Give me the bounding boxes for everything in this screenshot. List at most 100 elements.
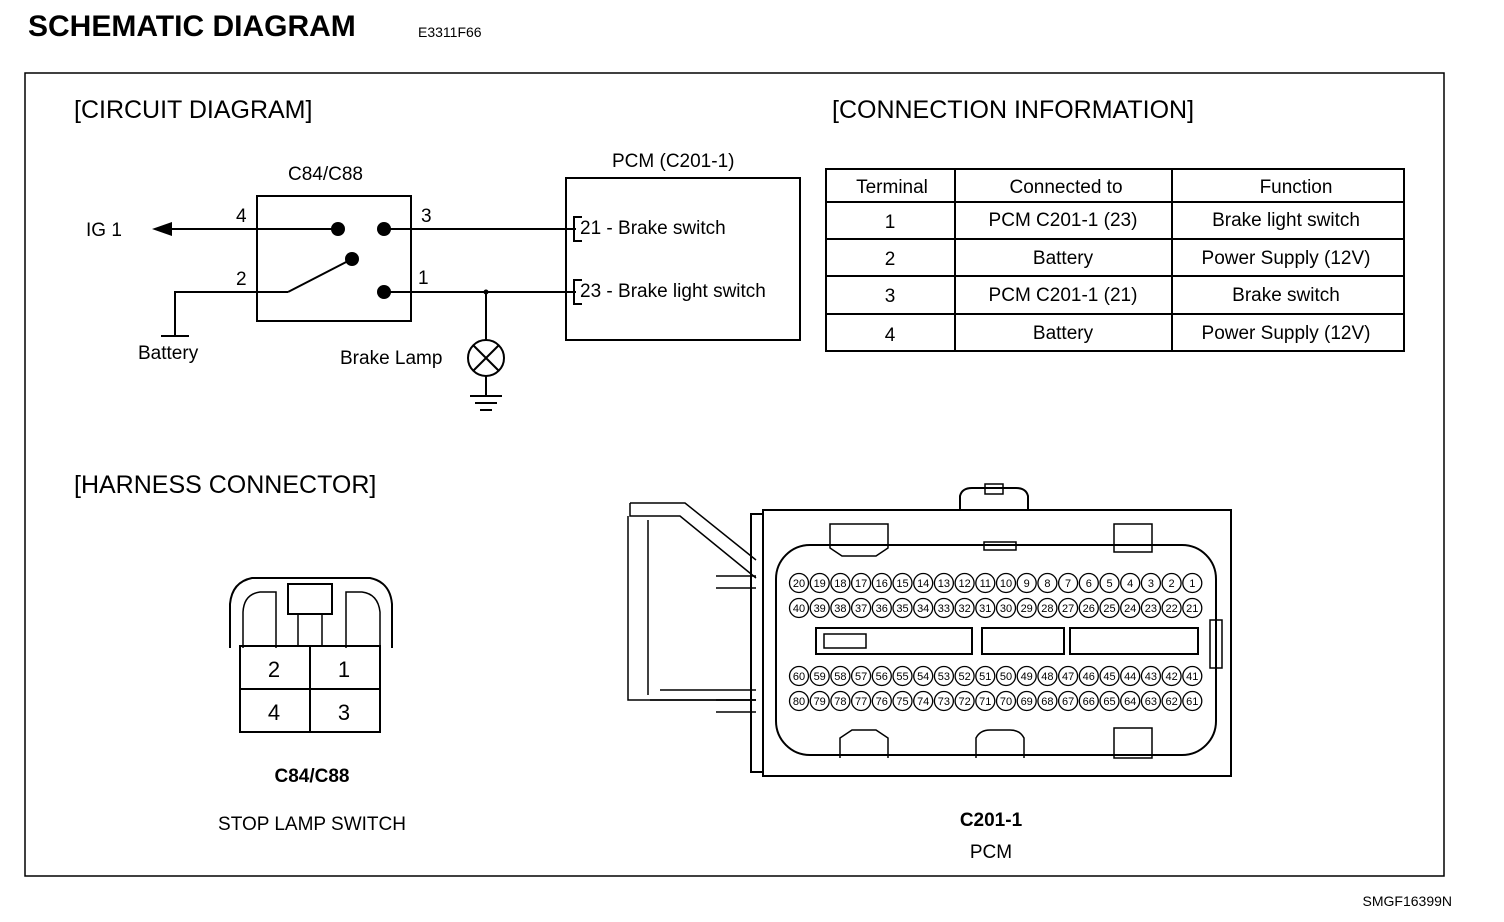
pcm-pin-1 [1182, 572, 1203, 594]
pcm-pin-label: 19 [814, 578, 826, 590]
pcm-label: PCM (C201-1) [612, 151, 734, 172]
outer-frame [24, 72, 1445, 877]
pcm-pin-label: 62 [1165, 696, 1177, 708]
pcm-pin-15 [892, 572, 913, 594]
pcm-pin-label: 65 [1103, 696, 1115, 708]
pcm-pin-28 [1037, 597, 1058, 619]
pcm-pin-label: 47 [1062, 671, 1074, 683]
c84-pin: 4 [268, 700, 280, 725]
pcm-pin-39 [809, 597, 830, 619]
pcm-pin-68 [1037, 690, 1058, 712]
c84-pin: 3 [338, 700, 350, 725]
pcm-box [565, 177, 801, 341]
pcm-pin-label: 70 [1000, 696, 1012, 708]
pcm-pin-41 [1182, 665, 1203, 687]
pcm-pin-25 [1099, 597, 1120, 619]
pcm-pin-55 [892, 665, 913, 687]
pcm-pin-65 [1099, 690, 1120, 712]
c84-connector-desc: STOP LAMP SWITCH [218, 814, 406, 835]
pcm-pin-42 [1161, 665, 1182, 687]
pcm-pin-21 [1182, 597, 1203, 619]
pcm-pin-label: 77 [855, 696, 867, 708]
pcm-pin-12 [954, 572, 975, 594]
pcm-pin-label: 7 [1065, 578, 1071, 590]
connection-table [825, 168, 1405, 352]
pcm-pin-50 [995, 665, 1017, 687]
switch-label: C84/C88 [288, 164, 363, 185]
pcm-pin-78 [830, 690, 851, 712]
pcm-pin-label: 37 [855, 603, 867, 615]
pcm-pin-14 [913, 572, 934, 594]
pin3-label: 3 [421, 206, 432, 227]
table-cell: 1 [885, 212, 896, 233]
pcm-pin-label: 52 [958, 671, 970, 683]
pcm-pin-63 [1140, 690, 1162, 712]
pcm-pin-49 [1016, 665, 1037, 687]
pcm-pin-45 [1099, 665, 1120, 687]
pcm-connector-desc: PCM [970, 842, 1012, 863]
pcm-pin-58 [830, 665, 851, 687]
pcm-pin-53 [933, 665, 955, 687]
pcm-pin-label: 1 [1189, 578, 1195, 590]
pcm-pin-22 [1161, 597, 1182, 619]
pcm-pin-5 [1099, 572, 1120, 594]
pcm-pin-label: 3 [1148, 578, 1154, 590]
pcm-pin-label: 24 [1124, 603, 1136, 615]
pcm-pin-30 [995, 597, 1017, 619]
pcm-pin-7 [1057, 572, 1079, 594]
pcm-pin-29 [1016, 597, 1037, 619]
table-cell: 3 [885, 286, 896, 307]
pcm-pin23-bracket [573, 279, 582, 305]
pcm-pin-35 [892, 597, 913, 619]
pcm-pin-61 [1182, 690, 1203, 712]
figure-code: SMGF16399N [1363, 893, 1452, 909]
pcm-pin-66 [1078, 690, 1099, 712]
pcm-pin-label: 18 [834, 578, 846, 590]
pcm-pin-52 [954, 665, 975, 687]
pcm-pin-18 [830, 572, 851, 594]
pcm-pin-51 [975, 665, 996, 687]
pcm-pin-label: 29 [1021, 603, 1033, 615]
contact-4 [331, 222, 345, 236]
pcm-pin-label: 13 [938, 578, 950, 590]
pcm-pin-label: 30 [1000, 603, 1012, 615]
pin1-label: 1 [418, 268, 429, 289]
ig1-label: IG 1 [86, 220, 122, 241]
table-cell: Power Supply (12V) [1202, 323, 1371, 344]
pcm-pin-75 [892, 690, 913, 712]
pcm-pin-80 [788, 690, 810, 712]
pcm-pin-36 [871, 597, 892, 619]
pcm-pin-37 [850, 597, 872, 619]
pcm-pin-73 [933, 690, 955, 712]
pcm-pin-label: 17 [855, 578, 867, 590]
pcm-pin-label: 36 [876, 603, 888, 615]
pcm-pin-label: 73 [938, 696, 950, 708]
pcm-pin-label: 4 [1127, 578, 1133, 590]
pcm-pin-32 [954, 597, 975, 619]
c84-connector [229, 577, 393, 733]
doc-code: E3311F66 [418, 24, 482, 40]
pcm-pin-2 [1161, 572, 1182, 594]
pcm-pin-label: 76 [876, 696, 888, 708]
pcm-pin-label: 64 [1124, 696, 1136, 708]
pcm-pin-label: 54 [917, 671, 929, 683]
table-cell: PCM C201-1 (23) [989, 210, 1138, 231]
pcm-pin-label: 79 [814, 696, 826, 708]
c84-connector-name: C84/C88 [275, 766, 350, 787]
pcm-pin-8 [1037, 572, 1058, 594]
pcm-pin-label: 21 [1186, 603, 1198, 615]
pcm-pin-62 [1161, 690, 1182, 712]
table-cell: Power Supply (12V) [1202, 248, 1371, 269]
pcm-pin-label: 58 [834, 671, 846, 683]
table-cell: Brake light switch [1212, 210, 1360, 231]
connection-section-title: [CONNECTION INFORMATION] [832, 96, 1194, 124]
pcm-pin-label: 12 [958, 578, 970, 590]
pcm-pin23-label: 23 - Brake light switch [580, 281, 766, 302]
pcm-pin-71 [975, 690, 996, 712]
pcm-pin-26 [1078, 597, 1099, 619]
pcm-pin-17 [850, 572, 872, 594]
pcm-pin-43 [1140, 665, 1162, 687]
pcm-pin-label: 6 [1086, 578, 1092, 590]
table-cell: Brake switch [1232, 285, 1340, 306]
